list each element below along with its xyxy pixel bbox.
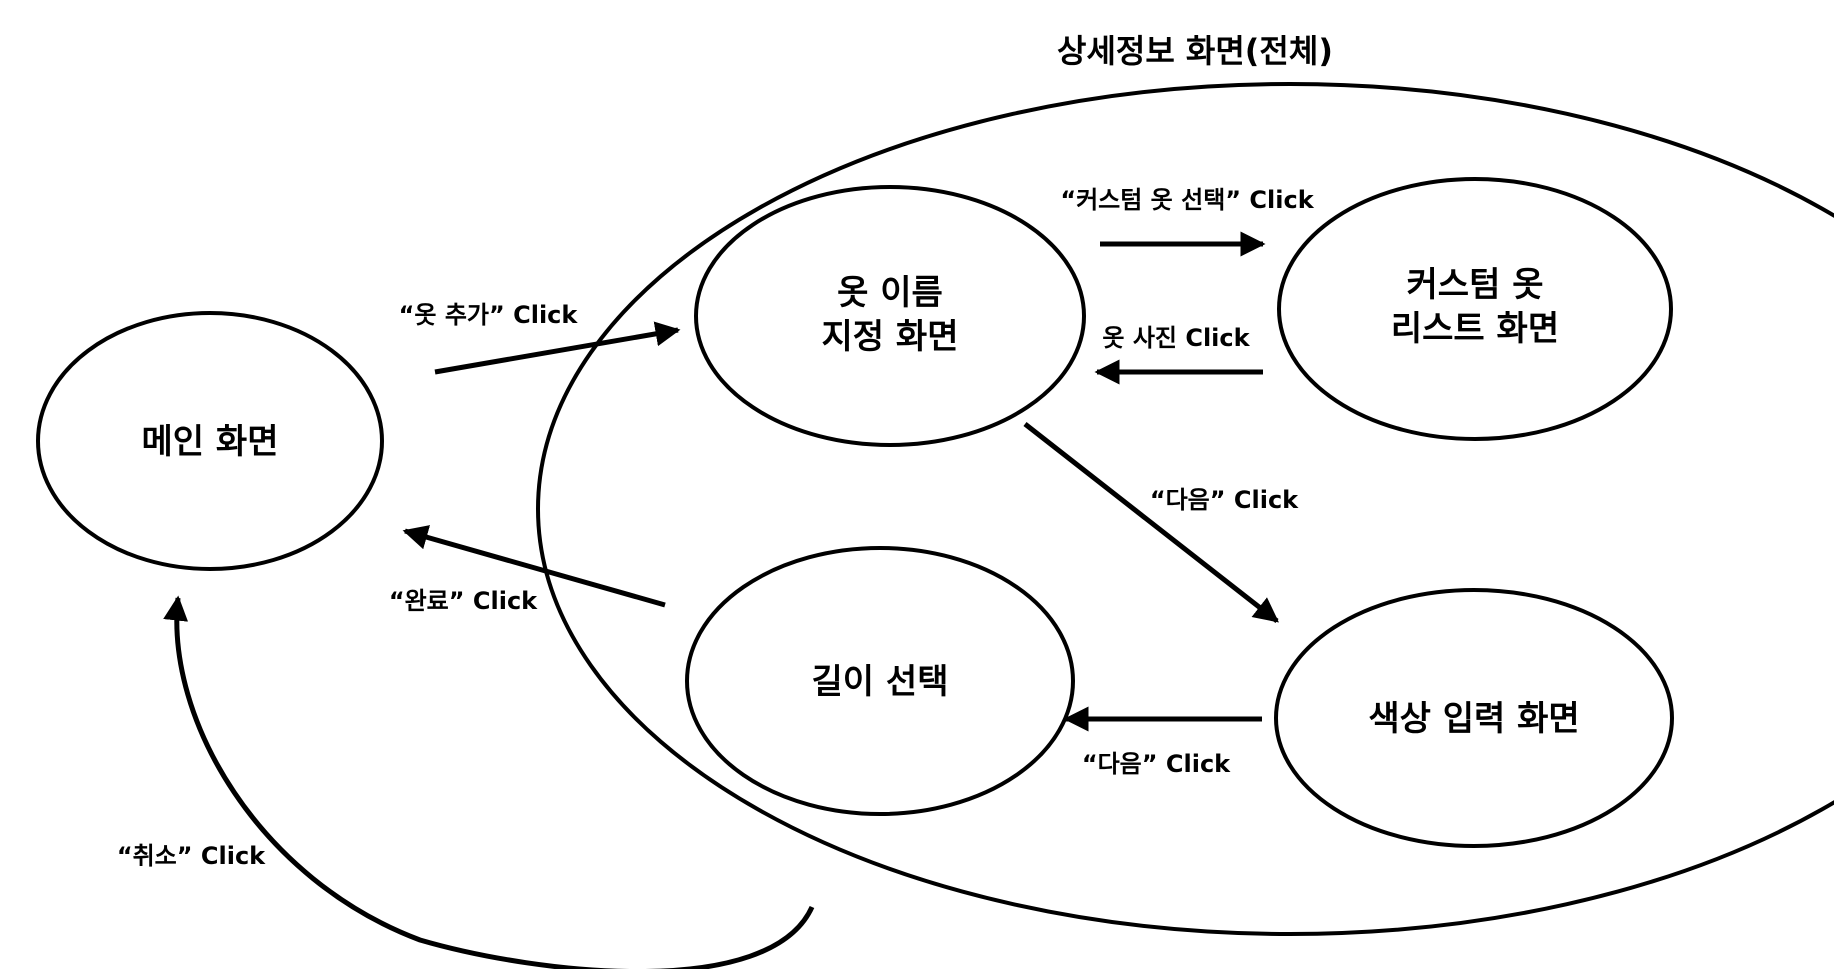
node-length-select-shape xyxy=(685,546,1075,816)
edge-cancel-arrow xyxy=(163,595,815,969)
edge-done-label: “완료” Click xyxy=(389,587,538,615)
node-length-select-label: 길이 선택 xyxy=(812,662,949,702)
edge-add-clothes: “옷 추가” Click xyxy=(399,301,681,375)
node-custom-list-screen: 커스텀 옷 리스트 화면 xyxy=(1277,177,1673,441)
edge-next-to-color-label: “다음” Click xyxy=(1150,486,1299,514)
node-name-screen-label-line2: 지정 화면 xyxy=(822,317,959,357)
edge-cancel: “취소” Click xyxy=(117,595,815,969)
edge-add-clothes-label: “옷 추가” Click xyxy=(399,301,579,329)
detail-screen-group: 상세정보 화면(전체) xyxy=(536,32,1834,936)
node-color-input-screen-label: 색상 입력 화면 xyxy=(1368,699,1579,739)
node-main-screen-label: 메인 화면 xyxy=(142,422,279,462)
node-name-screen-label-line1: 옷 이름 xyxy=(837,273,943,313)
detail-screen-group-title: 상세정보 화면(전체) xyxy=(1057,32,1333,70)
edge-next-to-length-label: “다음” Click xyxy=(1082,750,1231,778)
edge-next-to-color-arrow xyxy=(1023,422,1279,623)
node-length-select: 길이 선택 xyxy=(685,546,1075,816)
edge-done: “완료” Click xyxy=(389,525,666,615)
node-custom-list-screen-shape xyxy=(1277,177,1673,441)
edge-add-clothes-arrow xyxy=(434,321,681,375)
edge-custom-select: “커스텀 옷 선택” Click xyxy=(1060,186,1315,257)
edge-cancel-label: “취소” Click xyxy=(117,842,266,870)
node-color-input-screen: 색상 입력 화면 xyxy=(1274,588,1674,848)
node-color-input-screen-shape xyxy=(1274,588,1674,848)
edge-next-to-color: “다음” Click xyxy=(1023,422,1299,623)
edge-done-arrow xyxy=(402,525,666,608)
edge-next-to-length: “다음” Click xyxy=(1063,706,1262,778)
node-name-screen: 옷 이름 지정 화면 xyxy=(694,185,1086,447)
edge-clothes-photo-label: 옷 사진 Click xyxy=(1102,324,1250,352)
node-name-screen-shape xyxy=(694,185,1086,447)
detail-screen-group-boundary xyxy=(536,82,1834,936)
edge-custom-select-label: “커스텀 옷 선택” Click xyxy=(1060,186,1314,214)
node-main-screen: 메인 화면 xyxy=(36,311,384,571)
node-custom-list-screen-label-line2: 리스트 화면 xyxy=(1391,309,1559,349)
node-main-screen-shape xyxy=(36,311,384,571)
node-custom-list-screen-label-line1: 커스텀 옷 xyxy=(1407,265,1544,305)
edge-clothes-photo: 옷 사진 Click xyxy=(1094,324,1263,385)
